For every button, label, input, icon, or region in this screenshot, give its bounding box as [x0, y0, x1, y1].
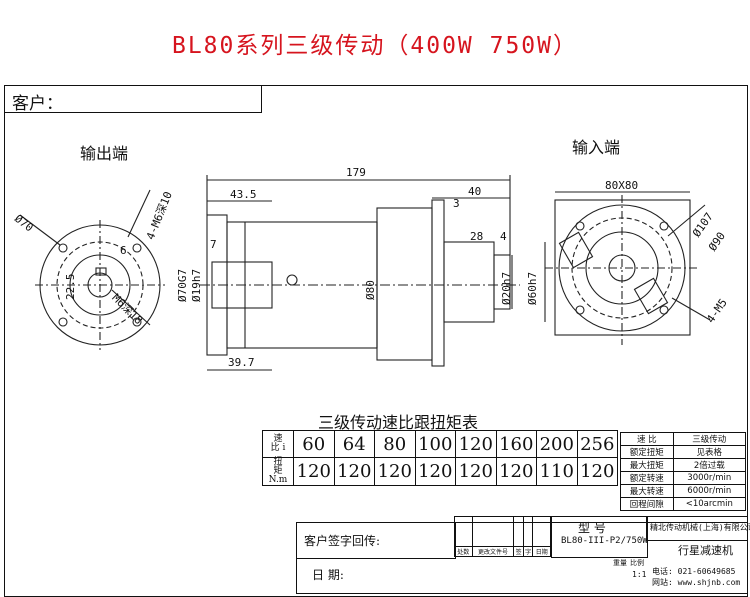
output-end-label: 输出端 [80, 144, 129, 163]
weight-label: 重量 [613, 559, 627, 567]
customer-sign-label: 客户签字回传: [304, 534, 381, 548]
company-name: 精北传动机械(上海)有限公司 [650, 523, 750, 532]
dim-shaft-diameter-out: Ø70G7 [176, 268, 189, 302]
dim-square: 80X80 [605, 179, 639, 192]
table-row: 扭矩 N.m 120 120 120 120 120 120 110 120 [262, 457, 618, 486]
torque-cell: 120 [414, 457, 456, 486]
model-label: 型 号 [578, 521, 606, 535]
ratio-header: 速比 i [262, 430, 294, 458]
torque-cell: 120 [455, 457, 497, 486]
spec-value: 3000r/min [672, 471, 747, 485]
customer-box [4, 85, 262, 113]
ratio-table-caption: 三级传动速比跟扭矩表 [318, 413, 479, 432]
spec-label: 最大转速 [620, 484, 674, 498]
spec-value: <10arcmin [672, 497, 747, 511]
dim-input-pilot: Ø60h7 [526, 271, 539, 305]
dim-shaft-diameter-out2: Ø19h7 [190, 268, 203, 302]
dim-input-shaft-length: 28 [470, 230, 484, 243]
ratio-cell: 64 [333, 430, 375, 458]
ratio-cell: 160 [495, 430, 537, 458]
model-value: BL80-III-P2/750W [561, 536, 648, 546]
dim-key-height: 22.5 [64, 273, 77, 301]
table-row: 回程间隙<10arcmin [620, 497, 747, 511]
torque-cell: 120 [374, 457, 416, 486]
dim-key-width: 6 [120, 244, 127, 257]
revision-table: 处数 更改文件号 签 字 日期 [454, 516, 551, 557]
ratio-cell: 200 [536, 430, 578, 458]
company-box [646, 516, 748, 541]
rev-header: 签 [513, 546, 524, 557]
ratio-cell: 256 [576, 430, 618, 458]
phone: 电话: 021-60649685 [652, 567, 736, 576]
spec-value: 三级传动 [672, 432, 747, 446]
ratio-cell: 60 [293, 430, 335, 458]
spec-label: 最大扭矩 [620, 458, 674, 472]
dim-input-shaft-length-b: 4 [500, 230, 507, 243]
dim-step: 7 [210, 238, 217, 251]
dim-output-length: 39.7 [228, 356, 255, 369]
torque-cell: 120 [333, 457, 375, 486]
spec-value: 6000r/min [672, 484, 747, 498]
table-row: 额定扭矩见表格 [620, 445, 747, 459]
page-title: BL80系列三级传动（400W 750W） [171, 33, 578, 59]
spec-label: 额定转速 [620, 471, 674, 485]
customer-label: 客户： [12, 94, 63, 114]
rev-header: 日期 [532, 546, 551, 557]
rev-header: 字 [522, 546, 534, 557]
scale-value: 1:1 [632, 570, 647, 579]
website: 网站: www.shjnb.com [652, 578, 741, 587]
spec-label: 速 比 [620, 432, 674, 446]
ratio-cell: 80 [374, 430, 416, 458]
dim-flange-thickness: 3 [453, 197, 460, 210]
dim-body-diameter: Ø80 [364, 280, 377, 300]
dim-output-shaft-length: 43.5 [230, 188, 257, 201]
torque-header: 扭矩 N.m [262, 457, 294, 486]
spec-label: 额定扭矩 [620, 445, 674, 459]
spec-label: 回程间隙 [620, 497, 674, 511]
dim-overall-length: 179 [346, 166, 366, 179]
rev-header: 更改文件号 [471, 546, 515, 557]
date-label: 日 期: [312, 568, 344, 582]
spec-value: 见表格 [672, 445, 747, 459]
table-row: 速比 i 60 64 80 100 120 160 200 256 [262, 430, 618, 458]
ratio-cell: 100 [414, 430, 456, 458]
product-name: 行星减速机 [678, 544, 733, 557]
input-end-label: 输入端 [572, 138, 621, 157]
ratio-torque-table: 速比 i 60 64 80 100 120 160 200 256 扭矩 N.m… [262, 430, 618, 486]
rev-header: 处数 [454, 546, 473, 557]
torque-cell: 120 [576, 457, 618, 486]
model-box [551, 516, 648, 558]
ratio-cell: 120 [455, 430, 497, 458]
torque-cell: 120 [293, 457, 335, 486]
torque-cell: 120 [495, 457, 537, 486]
spec-value: 2倍过载 [672, 458, 747, 472]
dim-input-bore: Ø20h7 [500, 271, 513, 305]
scale-label: 比例 [630, 559, 644, 567]
table-row [454, 516, 551, 547]
dim-input-length: 40 [468, 185, 482, 198]
table-row: 处数 更改文件号 签 字 日期 [454, 546, 551, 557]
torque-cell: 110 [536, 457, 578, 486]
table-row: 速 比三级传动 [620, 432, 747, 446]
